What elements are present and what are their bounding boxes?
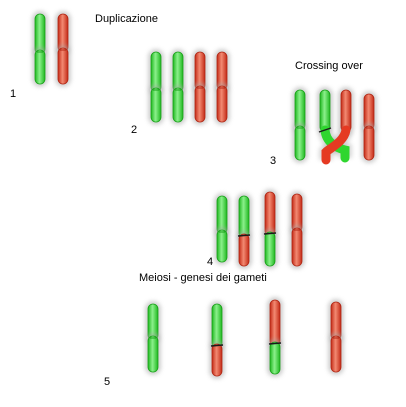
step-number-5: 5 <box>104 376 111 388</box>
step3-chiasma-mark <box>318 127 332 133</box>
step5-gamete-green <box>145 301 161 375</box>
step-number-4: 4 <box>207 256 214 268</box>
step-number-1: 1 <box>10 88 17 100</box>
step3-red-chromatid-2 <box>361 91 377 163</box>
step1-red-chromosome-lower-arm <box>57 47 69 85</box>
step2-green-chromatid-1 <box>148 49 164 125</box>
step1-green-chromosome-lower-arm <box>34 49 46 85</box>
step4-green-red-recombinant-exchange-mark <box>237 234 251 237</box>
step2-red-chromatid-2 <box>214 49 230 125</box>
step4-red-chromatid <box>289 191 305 269</box>
step2-red-chromatid-1-lower-arm <box>194 85 206 123</box>
label-crossing-over: Crossing over <box>295 60 363 72</box>
step-number-2: 2 <box>131 124 138 136</box>
step2-red-chromatid-1 <box>192 49 208 125</box>
step4-green-chromatid <box>214 193 230 265</box>
label-meiosis: Meiosi - genesi dei gameti <box>139 272 267 284</box>
step3-red-chromatid-2-lower-arm <box>363 125 375 161</box>
step5-gamete-green-red-lower-arm <box>211 343 223 377</box>
step4-red-chromatid-lower-arm <box>291 227 303 267</box>
step5-gamete-red-lower-arm <box>330 335 342 373</box>
step4-green-red-recombinant <box>236 193 252 269</box>
step4-red-green-recombinant <box>262 189 278 269</box>
step1-red-chromosome <box>55 11 71 87</box>
step3-red-crossed-arm <box>321 125 351 165</box>
label-duplication: Duplicazione <box>95 13 158 25</box>
step3-crossing-chromatids <box>317 87 354 165</box>
step-number-3: 3 <box>270 155 277 167</box>
step5-gamete-red-green-exchange-mark <box>268 342 282 345</box>
step4-red-green-recombinant-exchange-mark <box>263 232 277 235</box>
step2-green-chromatid-2-lower-arm <box>172 87 184 123</box>
step5-gamete-red-green-lower-arm <box>269 341 281 375</box>
step5-gamete-green-lower-arm <box>147 335 159 373</box>
step4-red-green-recombinant-lower-arm <box>264 231 276 267</box>
step4-green-red-recombinant-lower-arm <box>238 233 250 267</box>
step5-gamete-red-green <box>267 297 283 377</box>
step3-green-chromatid-1-lower-arm <box>294 125 306 161</box>
step3-green-chromatid-1 <box>292 87 308 163</box>
step2-red-chromatid-2-lower-arm <box>216 85 228 123</box>
step5-gamete-green-red <box>209 301 225 379</box>
step5-gamete-red <box>328 299 344 375</box>
step2-green-chromatid-1-lower-arm <box>150 87 162 123</box>
step5-gamete-green-red-exchange-mark <box>210 344 224 347</box>
step2-green-chromatid-2 <box>170 49 186 125</box>
step4-green-chromatid-lower-arm <box>216 229 228 263</box>
step1-green-chromosome <box>32 11 48 87</box>
